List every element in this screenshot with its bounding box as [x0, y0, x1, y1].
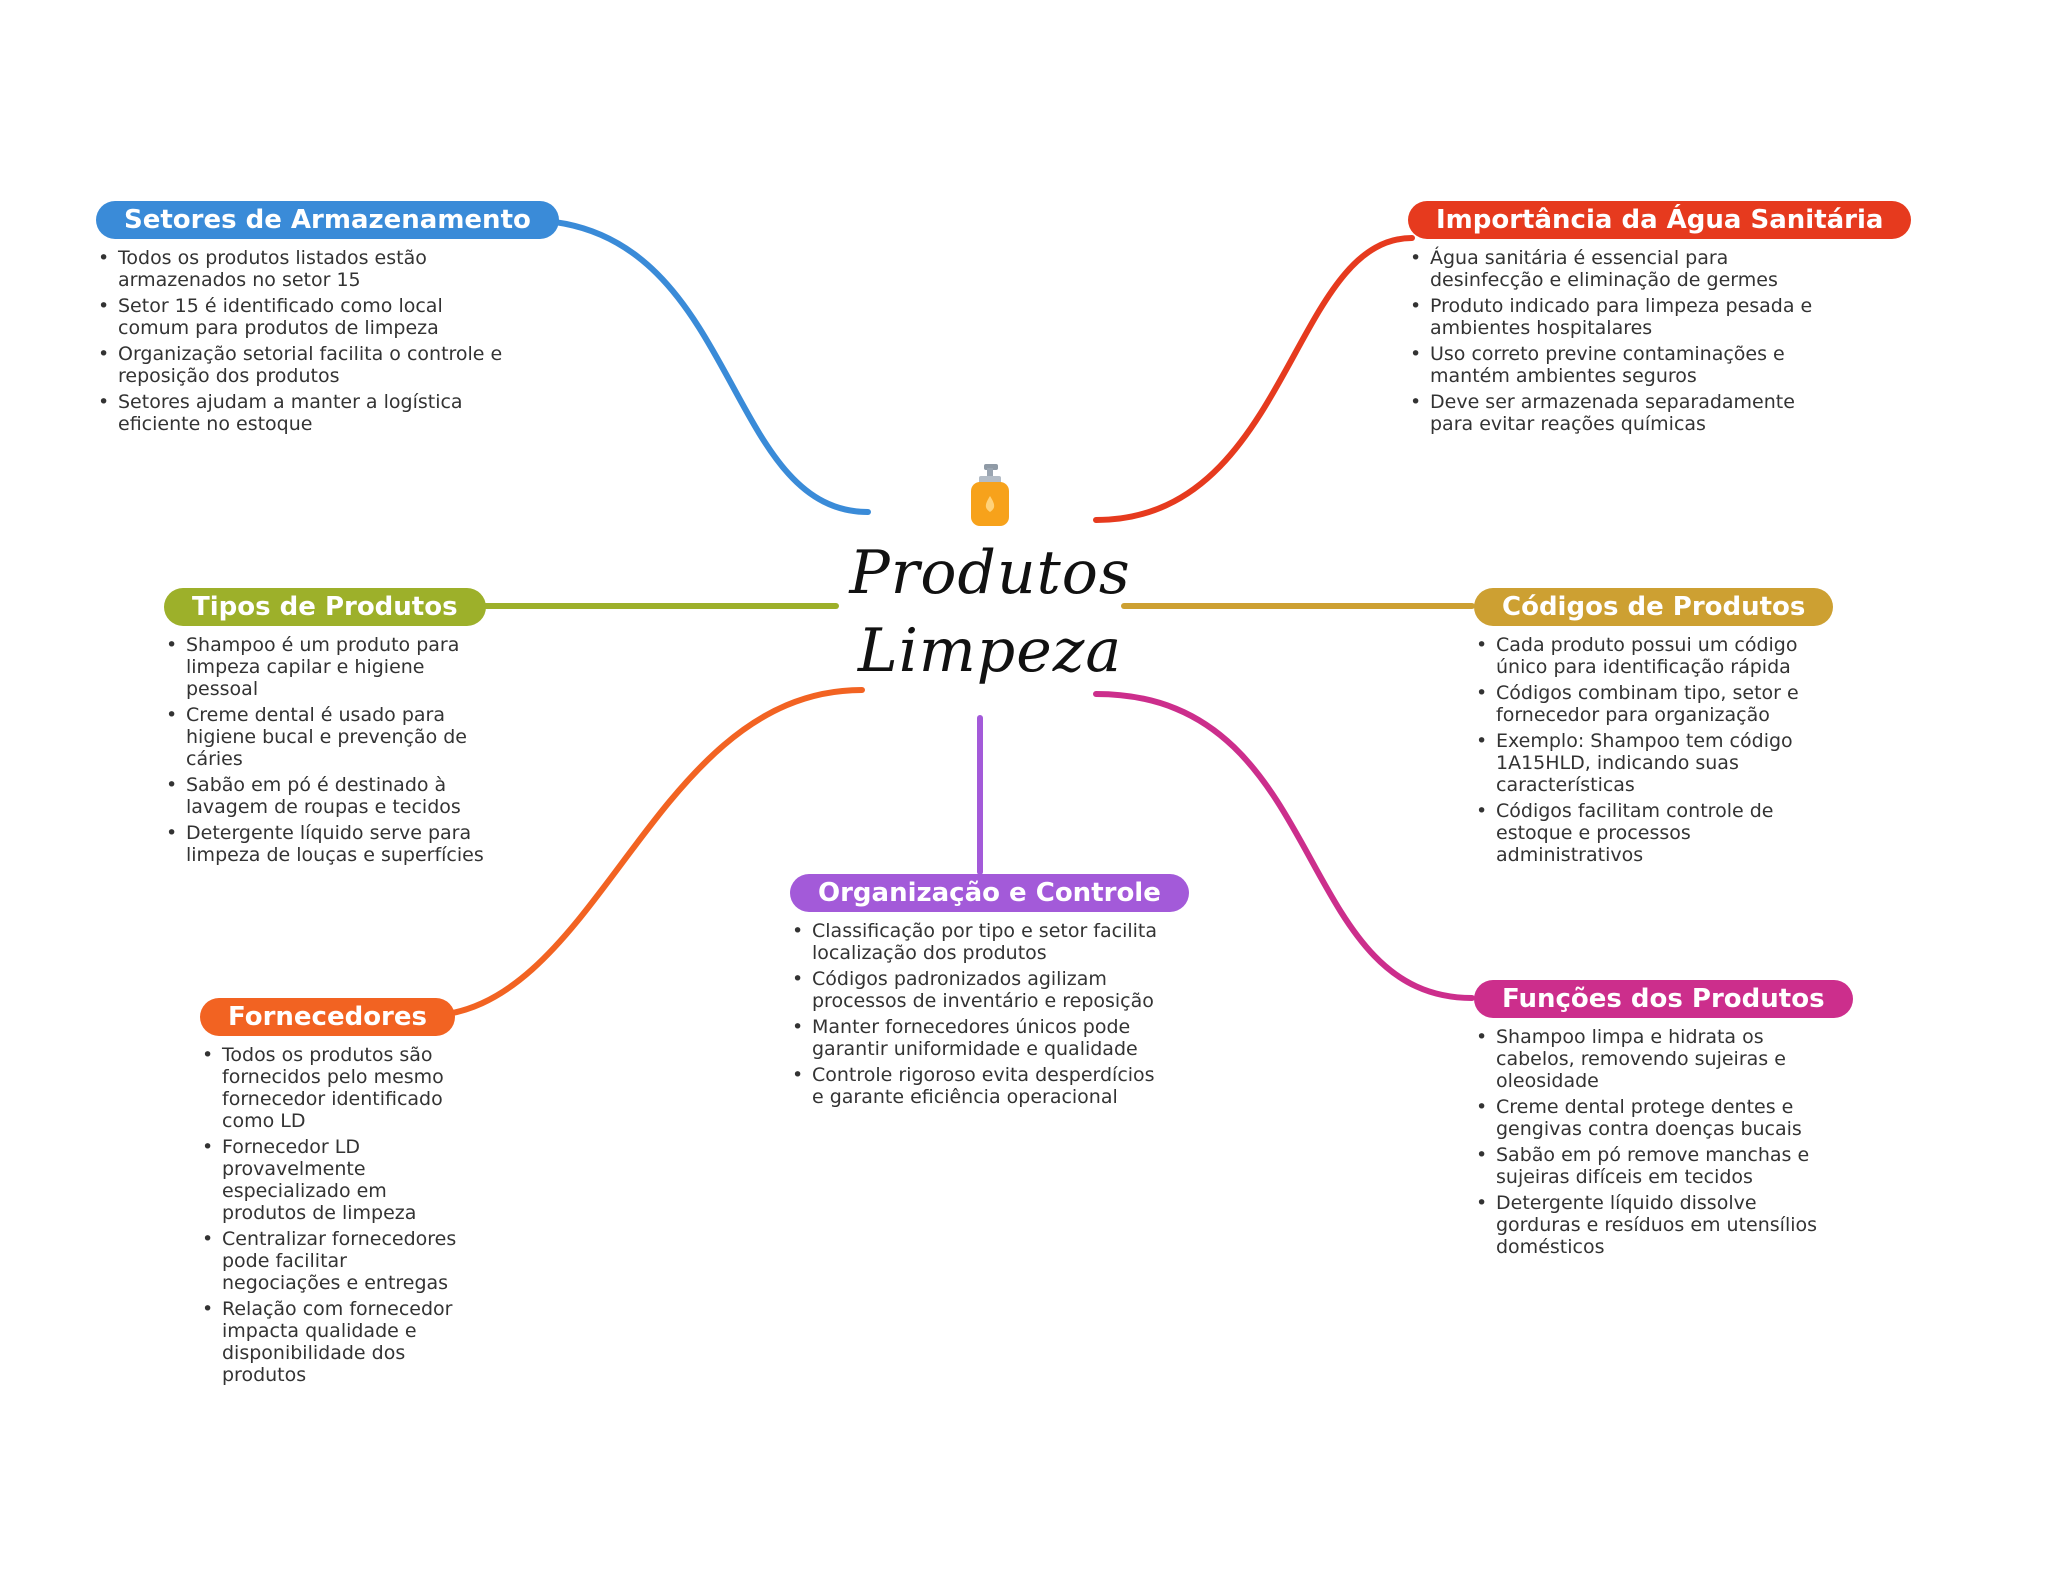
list-item: Códigos combinam tipo, setor e fornecedo… [1474, 682, 1814, 726]
list-item: Sabão em pó é destinado à lavagem de rou… [164, 774, 494, 818]
list-item: Centralizar fornecedores pode facilitar … [200, 1228, 470, 1294]
connector-importancia [1093, 235, 1415, 523]
list-item: Creme dental protege dentes e gengivas c… [1474, 1096, 1834, 1140]
branch-title-tipos[interactable]: Tipos de Produtos [164, 588, 486, 626]
list-item: Detergente líquido serve para limpeza de… [164, 822, 494, 866]
branch-setores[interactable]: Setores de Armazenamento Todos os produt… [96, 201, 559, 439]
list-item: Sabão em pó remove manchas e sujeiras di… [1474, 1144, 1834, 1188]
list-item: Todos os produtos são fornecidos pelo me… [200, 1044, 470, 1132]
connector-fornecedores [421, 687, 865, 1019]
central-title-line-1: Produtos [849, 538, 1131, 608]
list-item: Creme dental é usado para higiene bucal … [164, 704, 494, 770]
list-item: Classificação por tipo e setor facilita … [790, 920, 1170, 964]
central-topic[interactable]: Produtos Limpeza [840, 462, 1140, 694]
central-title: Produtos Limpeza [840, 534, 1140, 690]
list-item: Cada produto possui um código único para… [1474, 634, 1814, 678]
list-item: Todos os produtos listados estão armazen… [96, 247, 516, 291]
list-item: Produto indicado para limpeza pesada e a… [1408, 295, 1828, 339]
branch-importancia[interactable]: Importância da Água Sanitária Água sanit… [1408, 201, 1912, 439]
list-item: Códigos facilitam controle de estoque e … [1474, 800, 1814, 866]
branch-organizacao[interactable]: Organização e Controle Classificação por… [790, 874, 1189, 1112]
connector-funcoes [1093, 691, 1475, 1001]
branch-list-importancia: Água sanitária é essencial para desinfec… [1408, 247, 1828, 435]
branch-list-tipos: Shampoo é um produto para limpeza capila… [164, 634, 494, 866]
branch-title-setores[interactable]: Setores de Armazenamento [96, 201, 559, 239]
branch-title-fornecedores[interactable]: Fornecedores [200, 998, 455, 1036]
connector-setores [522, 217, 871, 515]
branch-title-importancia[interactable]: Importância da Água Sanitária [1408, 201, 1912, 239]
list-item: Fornecedor LD provavelmente especializad… [200, 1136, 470, 1224]
list-item: Shampoo é um produto para limpeza capila… [164, 634, 494, 700]
branch-list-organizacao: Classificação por tipo e setor facilita … [790, 920, 1170, 1108]
branch-fornecedores[interactable]: Fornecedores Todos os produtos são forne… [200, 998, 470, 1390]
list-item: Setores ajudam a manter a logística efic… [96, 391, 516, 435]
branch-tipos[interactable]: Tipos de Produtos Shampoo é um produto p… [164, 588, 494, 870]
list-item: Exemplo: Shampoo tem código 1A15HLD, ind… [1474, 730, 1814, 796]
branch-list-fornecedores: Todos os produtos são fornecidos pelo me… [200, 1044, 470, 1386]
branch-list-codigos: Cada produto possui um código único para… [1474, 634, 1814, 866]
list-item: Shampoo limpa e hidrata os cabelos, remo… [1474, 1026, 1834, 1092]
central-title-line-2: Limpeza [857, 616, 1123, 686]
list-item: Controle rigoroso evita desperdícios e g… [790, 1064, 1170, 1108]
branch-title-funcoes[interactable]: Funções dos Produtos [1474, 980, 1853, 1018]
branch-funcoes[interactable]: Funções dos Produtos Shampoo limpa e hid… [1474, 980, 1854, 1262]
list-item: Organização setorial facilita o controle… [96, 343, 516, 387]
list-item: Manter fornecedores únicos pode garantir… [790, 1016, 1170, 1060]
branch-title-organizacao[interactable]: Organização e Controle [790, 874, 1189, 912]
list-item: Códigos padronizados agilizam processos … [790, 968, 1170, 1012]
branch-codigos[interactable]: Códigos de Produtos Cada produto possui … [1474, 588, 1834, 870]
list-item: Uso correto previne contaminações e mant… [1408, 343, 1828, 387]
list-item: Relação com fornecedor impacta qualidade… [200, 1298, 470, 1386]
branch-list-funcoes: Shampoo limpa e hidrata os cabelos, remo… [1474, 1026, 1834, 1258]
branch-title-codigos[interactable]: Códigos de Produtos [1474, 588, 1834, 626]
list-item: Detergente líquido dissolve gorduras e r… [1474, 1192, 1834, 1258]
list-item: Água sanitária é essencial para desinfec… [1408, 247, 1828, 291]
list-item: Setor 15 é identificado como local comum… [96, 295, 516, 339]
branch-list-setores: Todos os produtos listados estão armazen… [96, 247, 516, 435]
soap-dispenser-icon [971, 464, 1009, 526]
list-item: Deve ser armazenada separadamente para e… [1408, 391, 1828, 435]
